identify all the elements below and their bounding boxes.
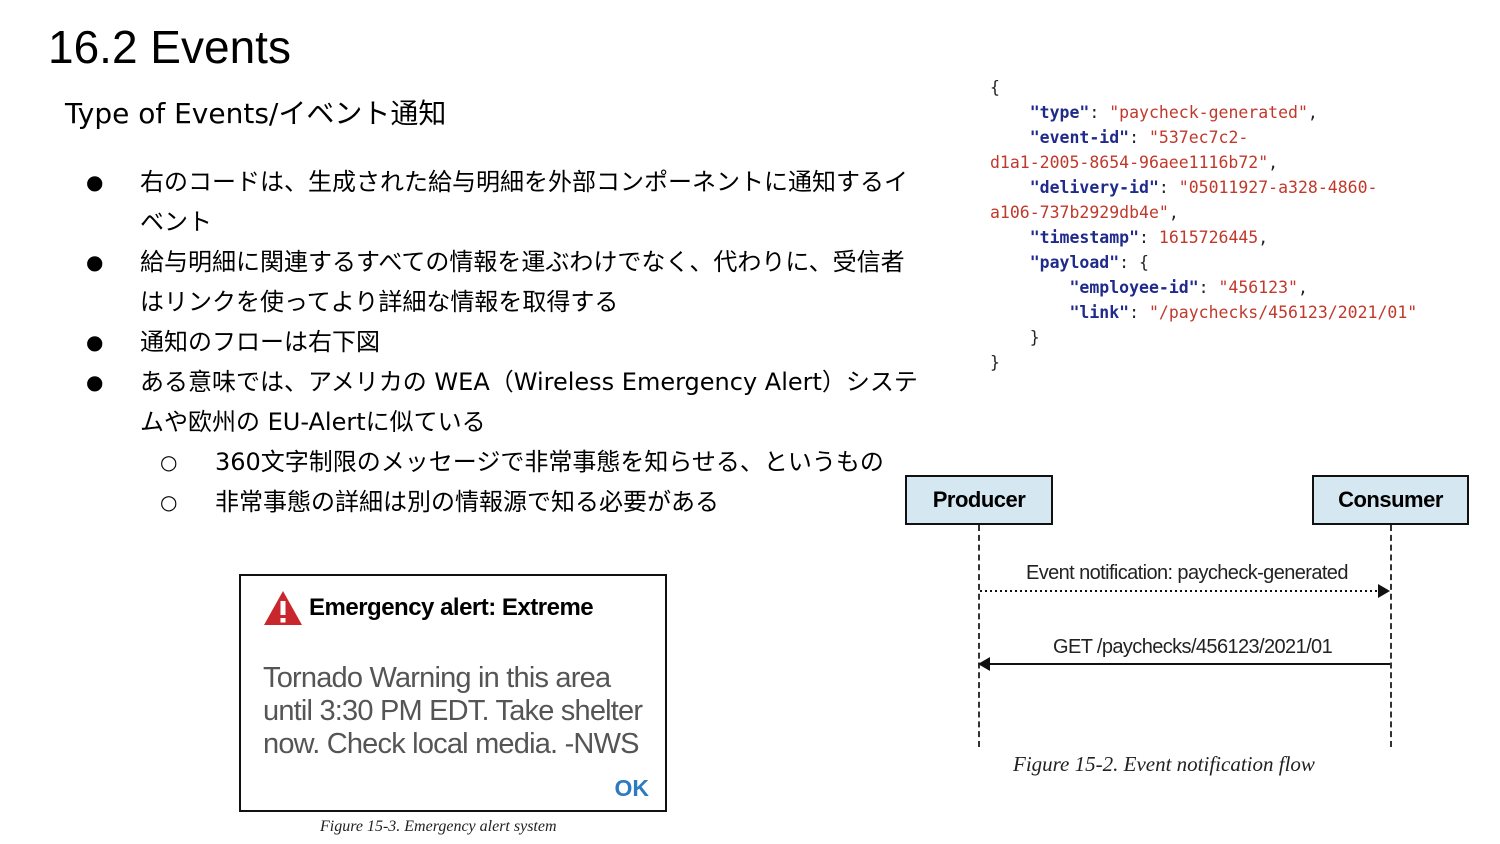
alert-figure-caption: Figure 15-3. Emergency alert system — [320, 818, 557, 835]
ok-button[interactable]: OK — [614, 775, 650, 801]
json-code-block: { "type": "paycheck-generated", "event-i… — [990, 78, 1418, 372]
alert-title: Emergency alert: Extreme — [309, 594, 594, 621]
bullet-item: ●ある意味では、アメリカの WEA（Wireless Emergency Ale… — [0, 362, 920, 442]
slide-subtitle: Type of Events/イベント通知 — [65, 97, 447, 130]
circle-bullet-icon: ○ — [160, 450, 178, 474]
alert-header: Emergency alert: Extreme — [263, 590, 594, 626]
bullet-dot-icon: ● — [86, 250, 104, 274]
event-notification-arrow — [980, 584, 1390, 598]
bullet-list: ●右のコードは、生成された給与明細を外部コンポーネントに通知するイベント ●給与… — [0, 162, 920, 522]
sub-bullet-item: ○360文字制限のメッセージで非常事態を知らせる、というもの — [0, 442, 920, 482]
bullet-item: ●右のコードは、生成された給与明細を外部コンポーネントに通知するイベント — [0, 162, 920, 242]
consumer-box: Consumer — [1312, 475, 1469, 525]
sub-bullet-item: ○非常事態の詳細は別の情報源で知る必要がある — [0, 482, 920, 522]
get-request-label: GET /paychecks/456123/2021/01 — [1053, 636, 1333, 658]
bullet-dot-icon: ● — [86, 330, 104, 354]
diagram-figure-caption: Figure 15-2. Event notification flow — [1013, 752, 1315, 776]
circle-bullet-icon: ○ — [160, 490, 178, 514]
event-notification-label: Event notification: paycheck-generated — [1026, 562, 1348, 584]
get-request-arrow — [978, 657, 1390, 671]
consumer-lifeline — [1390, 525, 1392, 747]
bullet-dot-icon: ● — [86, 170, 104, 194]
slide-title: 16.2 Events — [48, 21, 291, 73]
emergency-alert-figure: Emergency alert: Extreme Tornado Warning… — [239, 574, 667, 812]
producer-box: Producer — [905, 475, 1053, 525]
bullet-dot-icon: ● — [86, 370, 104, 394]
alert-message: Tornado Warning in this area until 3:30 … — [263, 662, 643, 760]
warning-triangle-icon — [264, 591, 302, 625]
producer-lifeline — [978, 525, 980, 747]
bullet-item: ●通知のフローは右下図 — [0, 322, 920, 362]
bullet-item: ●給与明細に関連するすべての情報を運ぶわけでなく、代わりに、受信者はリンクを使っ… — [0, 242, 920, 322]
